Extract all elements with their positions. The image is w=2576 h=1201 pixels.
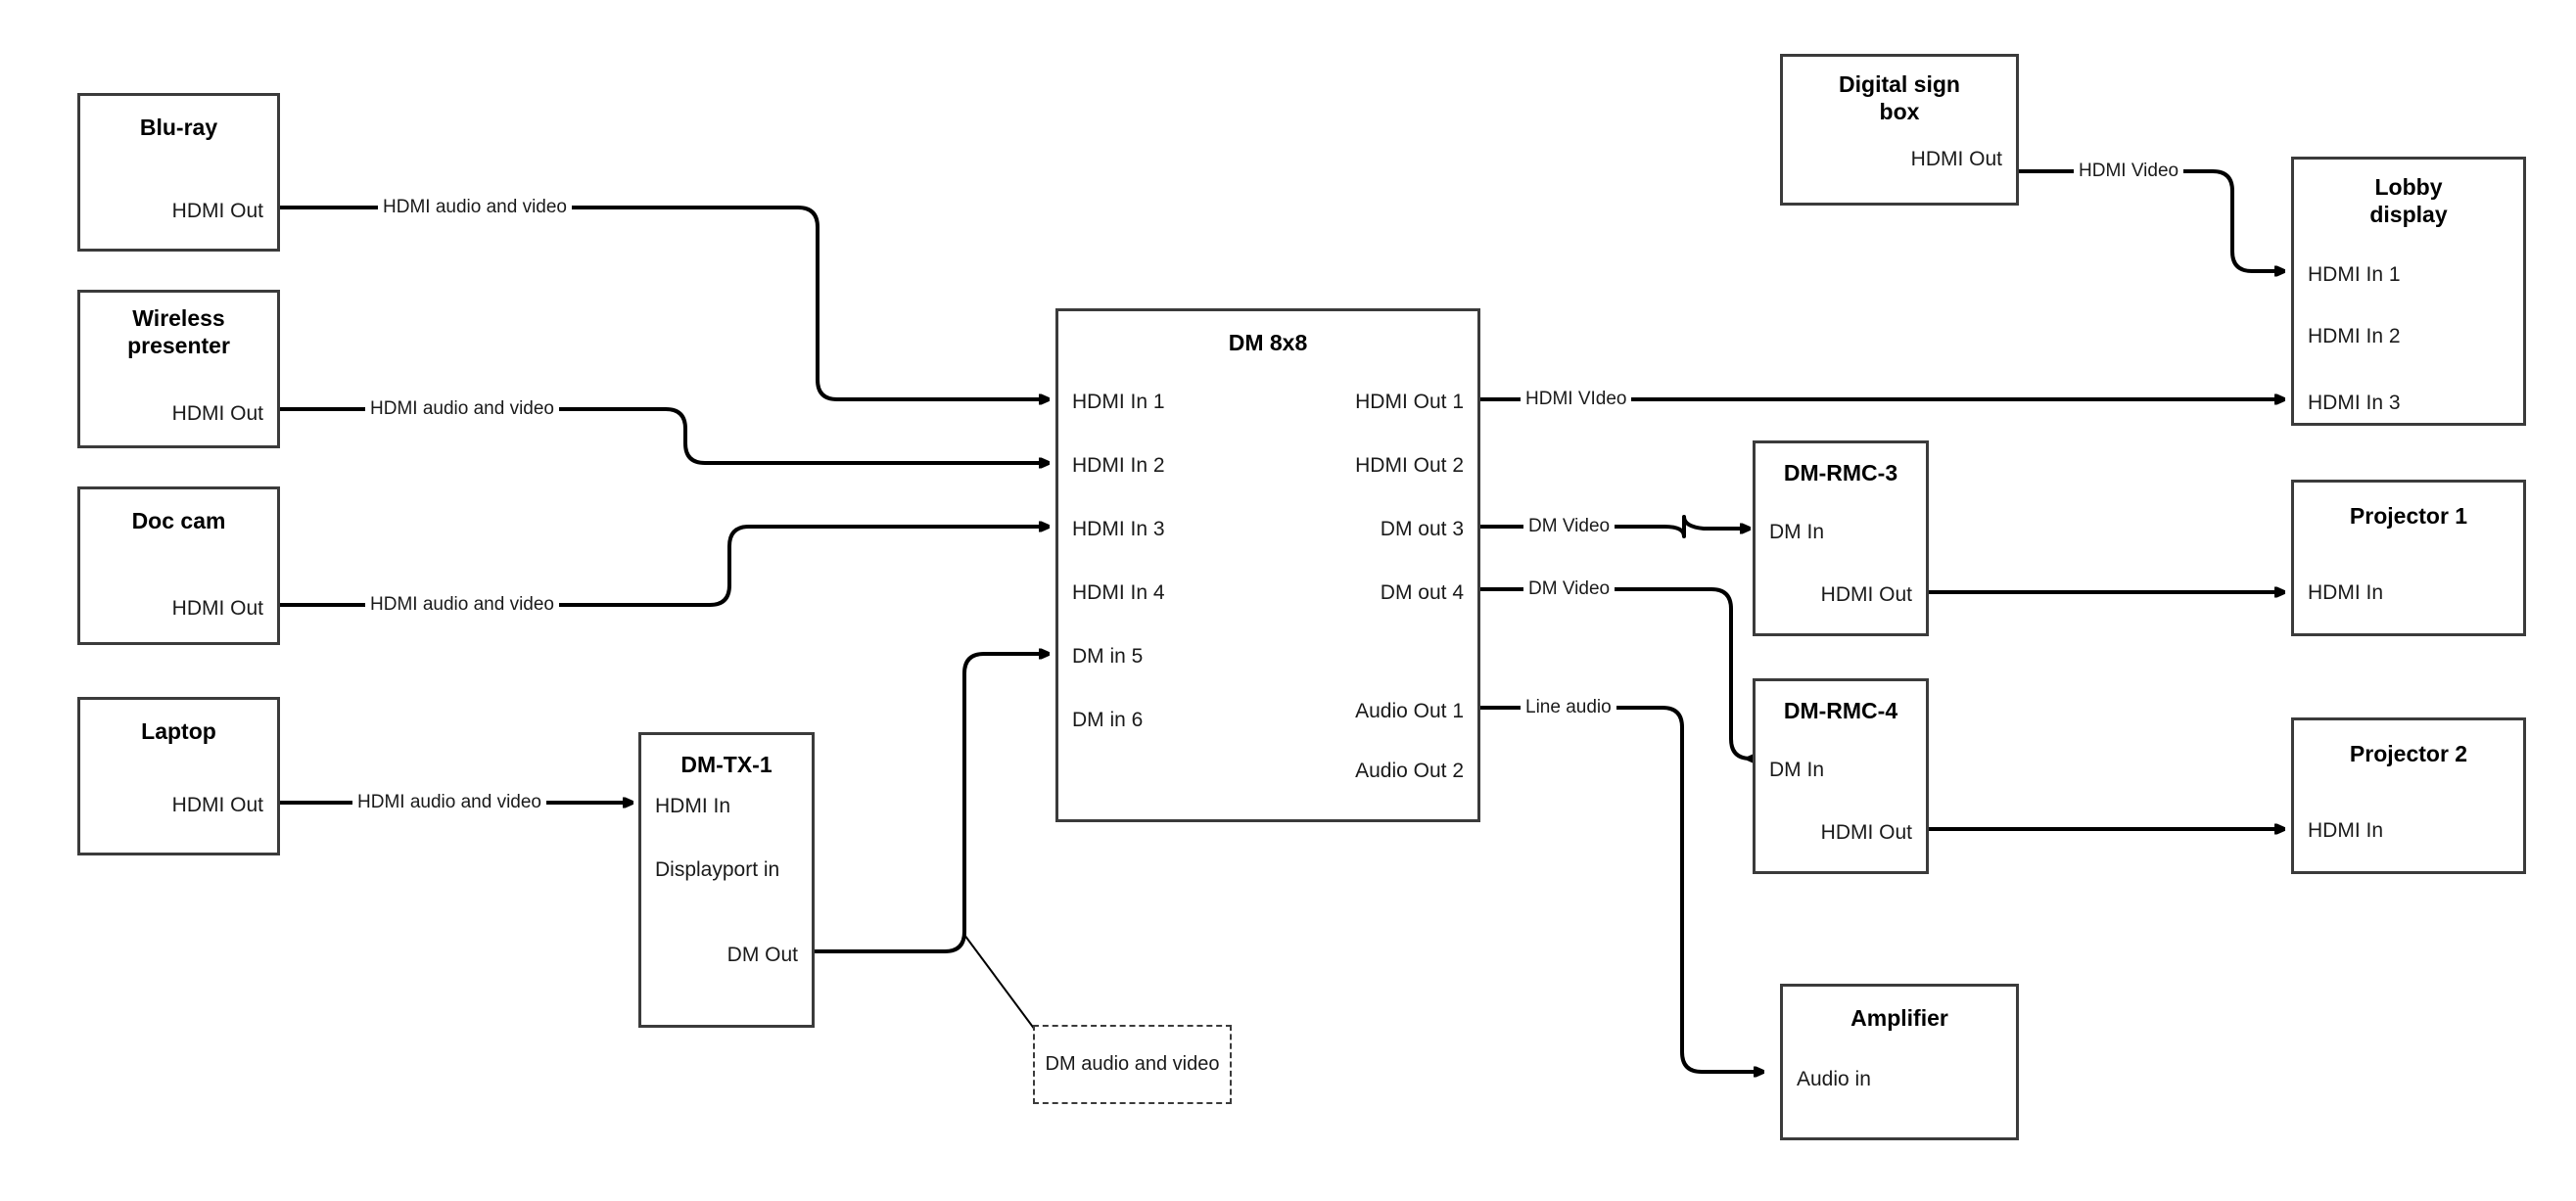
wire-doccam-to-dm-hdmi-in-3 [280,527,1048,607]
node-dm-8x8-output-hdmi-out-2: HDMI Out 2 [1355,454,1464,477]
node-lobby-display-port-hdmi-in-3: HDMI In 3 [2308,392,2401,414]
node-dm-rmc-3-port-hdmi-out: HDMI Out [1820,583,1912,606]
node-dm-tx-1-title: DM-TX-1 [680,752,773,777]
node-dm-8x8-input-hdmi-in-1: HDMI In 1 [1072,391,1165,413]
node-laptop[interactable]: Laptop HDMI Out [77,697,280,855]
node-dm-rmc-3-port-dm-in: DM In [1769,521,1825,543]
edge-label-laptop-to-dmtx1: HDMI audio and video [352,792,546,813]
node-dm-rmc-4-port-hdmi-out: HDMI Out [1820,821,1912,844]
node-projector-2[interactable]: Projector 2 HDMI In [2291,717,2526,874]
node-lobby-display-title-line2: display [2369,202,2448,227]
edge-label-dm-out-3-to-rmc3: DM Video [1523,516,1616,537]
node-lobby-display-title-line1: Lobby [2374,174,2443,200]
node-projector-1-title: Projector 1 [2349,503,2468,529]
callout-leader-line [963,934,1036,1031]
node-wireless-presenter[interactable]: Wireless presenter HDMI Out [77,290,280,448]
node-wireless-presenter-title-line1: Wireless [132,305,225,331]
node-lobby-display[interactable]: Lobby display HDMI In 1 HDMI In 2 HDMI I… [2291,157,2526,426]
node-bluray[interactable]: Blu-ray HDMI Out [77,93,280,252]
edge-label-wireless-to-dm: HDMI audio and video [365,398,559,420]
node-doc-cam-port-hdmi-out: HDMI Out [171,597,263,620]
node-dm-8x8-input-dm-in-6: DM in 6 [1072,709,1144,731]
node-dm-8x8-output-dm-out-4: DM out 4 [1380,581,1464,604]
node-projector-2-title: Projector 2 [2349,741,2468,766]
wire-digitalsign-to-lobby-hdmi-in-1 [2019,169,2283,271]
edge-label-hdmi-out-1-to-lobby: HDMI VIdeo [1521,389,1632,410]
wire-dm-out-4-to-rmc4-dm-in [1480,587,1751,759]
node-projector-2-port-hdmi-in: HDMI In [2308,819,2384,842]
node-dm-rmc-3-title: DM-RMC-3 [1783,460,1898,485]
wire-bluray-to-dm-hdmi-in-1 [280,206,1048,399]
node-dm-rmc-4-port-dm-in: DM In [1769,759,1825,781]
node-bluray-port-hdmi-out: HDMI Out [171,200,263,222]
edge-label-digitalsign-to-lobby: HDMI Video [2074,161,2184,182]
node-lobby-display-port-hdmi-in-2: HDMI In 2 [2308,325,2401,347]
node-wireless-presenter-port-hdmi-out: HDMI Out [171,402,263,425]
node-dm-rmc-4[interactable]: DM-RMC-4 DM In HDMI Out [1753,678,1929,874]
node-dm-8x8-output-hdmi-out-1: HDMI Out 1 [1355,391,1464,413]
node-dm-rmc-4-title: DM-RMC-4 [1783,698,1898,723]
edge-label-doccam-to-dm: HDMI audio and video [365,594,559,616]
wire-dmtx1-to-dm-in-5 [815,654,1048,953]
node-digital-sign-box-port-hdmi-out: HDMI Out [1910,148,2002,170]
node-dm-8x8[interactable]: DM 8x8 HDMI In 1 HDMI In 2 HDMI In 3 HDM… [1055,308,1480,822]
node-laptop-port-hdmi-out: HDMI Out [171,794,263,816]
node-projector-1-port-hdmi-in: HDMI In [2308,581,2384,604]
node-dm-8x8-output-audio-out-2: Audio Out 2 [1355,760,1464,782]
node-bluray-title: Blu-ray [139,115,218,140]
node-doc-cam-title: Doc cam [131,508,226,533]
node-dm-tx-1-port-displayport-in: Displayport in [655,858,780,881]
node-doc-cam[interactable]: Doc cam HDMI Out [77,486,280,645]
node-laptop-title: Laptop [141,718,216,744]
node-dm-8x8-title: DM 8x8 [1228,330,1308,355]
node-lobby-display-port-hdmi-in-1: HDMI In 1 [2308,263,2401,286]
node-dm-8x8-input-hdmi-in-2: HDMI In 2 [1072,454,1165,477]
node-dm-tx-1-port-hdmi-in: HDMI In [655,795,731,817]
node-dm-tx-1-port-dm-out: DM Out [726,944,798,966]
wire-audio-out-1-to-amplifier [1480,706,1762,1072]
node-digital-sign-box-title-line2: box [1879,99,1920,124]
node-dm-8x8-input-dm-in-5: DM in 5 [1072,645,1144,668]
node-dm-rmc-3[interactable]: DM-RMC-3 DM In HDMI Out [1753,440,1929,636]
edge-label-bluray-to-dm: HDMI audio and video [378,197,572,218]
callout-dm-audio-and-video: DM audio and video [1033,1025,1232,1104]
node-dm-8x8-output-dm-out-3: DM out 3 [1380,518,1464,540]
node-projector-1[interactable]: Projector 1 HDMI In [2291,480,2526,636]
edge-label-audio-out-1-to-amplifier: Line audio [1521,697,1616,718]
node-amplifier[interactable]: Amplifier Audio in [1780,984,2019,1140]
node-wireless-presenter-title-line2: presenter [127,333,230,358]
node-dm-8x8-output-audio-out-1: Audio Out 1 [1355,700,1464,722]
node-digital-sign-box-title-line1: Digital sign [1839,71,1960,97]
node-amplifier-port-audio-in: Audio in [1797,1068,1871,1090]
edge-label-dm-out-4-to-rmc4: DM Video [1523,578,1616,600]
node-dm-8x8-input-hdmi-in-3: HDMI In 3 [1072,518,1165,540]
node-dm-8x8-input-hdmi-in-4: HDMI In 4 [1072,581,1165,604]
node-digital-sign-box[interactable]: Digital sign box HDMI Out [1780,54,2019,206]
node-amplifier-title: Amplifier [1850,1005,1948,1031]
node-dm-tx-1[interactable]: DM-TX-1 HDMI In Displayport in DM Out [638,732,815,1028]
